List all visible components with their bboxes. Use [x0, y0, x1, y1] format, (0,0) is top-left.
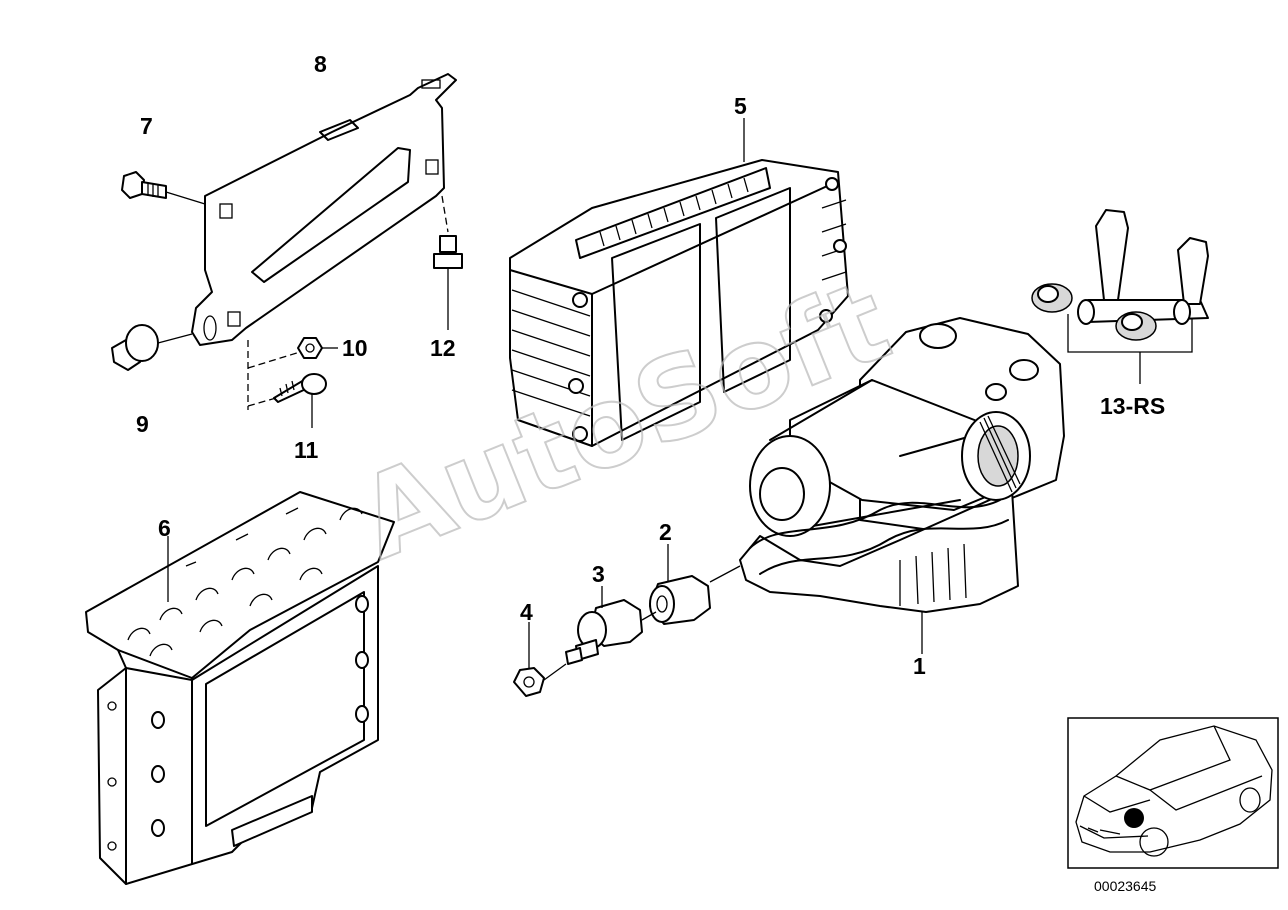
connector-kit-part-13-rs[interactable]	[1031, 209, 1209, 384]
screw-part-11[interactable]	[273, 373, 327, 428]
vehicle-location-inset	[1067, 717, 1279, 869]
holder-part-6[interactable]	[85, 491, 395, 885]
label-part-11: 11	[294, 437, 319, 463]
bushing-part-3[interactable]	[565, 586, 657, 665]
assembly-line-left	[247, 340, 301, 410]
bracket-part-8[interactable]	[191, 73, 457, 346]
label-part-1: 1	[913, 653, 926, 679]
control-unit-part-5[interactable]	[509, 118, 849, 447]
label-part-4: 4	[520, 599, 533, 625]
label-part-12: 12	[430, 335, 456, 361]
location-marker	[1124, 808, 1144, 828]
nut-part-4[interactable]	[513, 622, 567, 697]
label-part-13-rs: 13-RS	[1100, 393, 1165, 419]
label-part-7: 7	[140, 113, 153, 139]
bolt-part-7[interactable]	[121, 171, 206, 205]
pump-assembly-part-1[interactable]	[739, 317, 1065, 654]
car-icon	[1075, 725, 1273, 857]
assembly-line-right	[441, 195, 449, 233]
diagram-id: 00023645	[1094, 878, 1157, 894]
nut-part-10[interactable]	[297, 337, 338, 359]
label-part-3: 3	[592, 561, 605, 587]
label-part-10: 10	[342, 335, 368, 361]
label-part-2: 2	[659, 519, 672, 545]
bolt-part-9[interactable]	[111, 324, 193, 371]
label-part-6: 6	[158, 515, 171, 541]
label-part-9: 9	[136, 411, 149, 437]
label-part-5: 5	[734, 93, 747, 119]
sleeve-part-2[interactable]	[649, 544, 741, 625]
bolt-part-12[interactable]	[433, 235, 463, 330]
label-part-8: 8	[314, 51, 327, 77]
